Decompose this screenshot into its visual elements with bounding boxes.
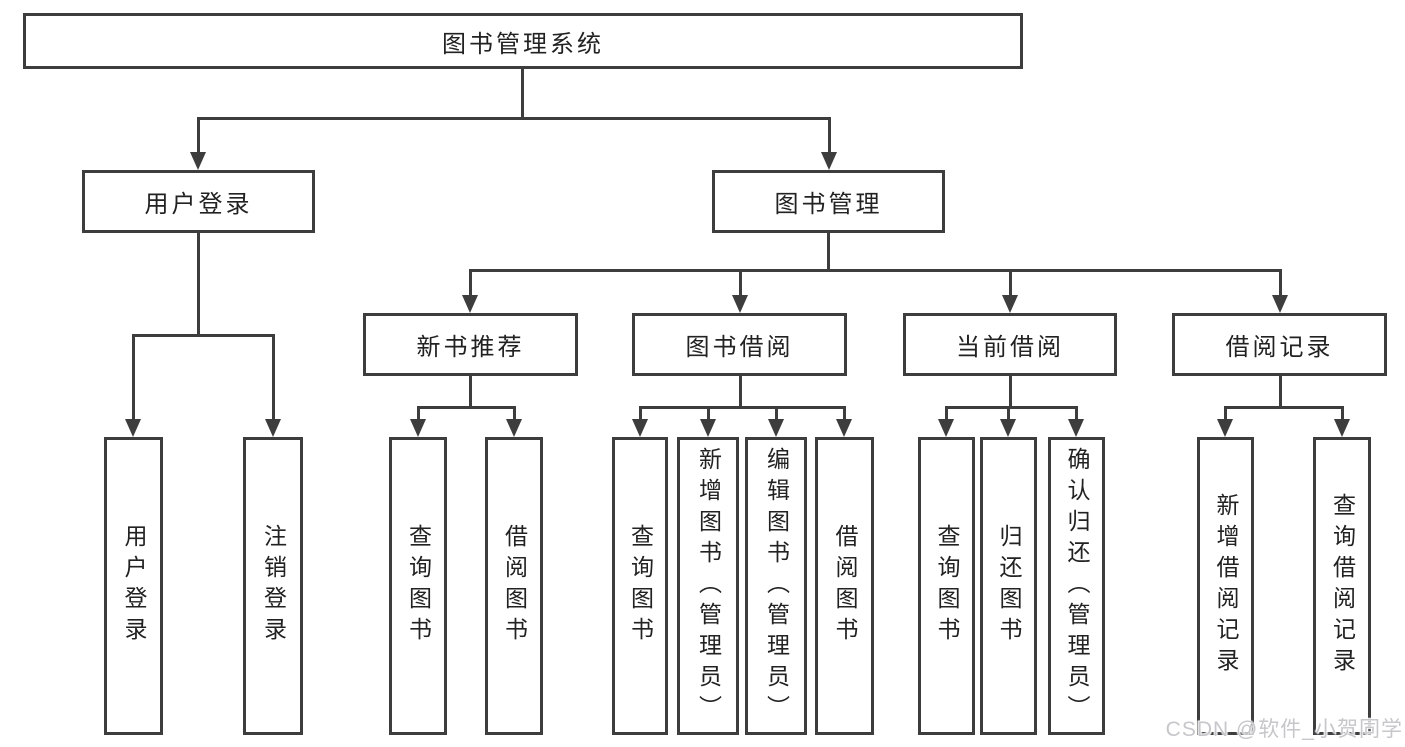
arrow-down-icon bbox=[190, 152, 206, 170]
arrow-down-icon bbox=[938, 419, 954, 437]
arrow-down-icon bbox=[1272, 295, 1288, 313]
connector-line bbox=[1009, 269, 1012, 297]
leaf-borrow-books-recommend: 借阅图书 bbox=[485, 437, 543, 735]
connector-line bbox=[417, 406, 420, 422]
leaf-query-books-current: 查询图书 bbox=[918, 437, 975, 735]
node-book-borrow: 图书借阅 bbox=[632, 313, 847, 376]
connector-line bbox=[1279, 269, 1282, 297]
connector-line bbox=[639, 406, 845, 409]
csdn-watermark: CSDN @软件_小贺同学 bbox=[1165, 718, 1403, 741]
arrow-down-icon bbox=[125, 419, 141, 437]
arrow-down-icon bbox=[1000, 419, 1016, 437]
connector-line bbox=[197, 117, 200, 155]
leaf-add-books-admin: 新增图书（管理员） bbox=[677, 437, 739, 735]
connector-line bbox=[739, 376, 742, 408]
leaf-query-books-borrow: 查询图书 bbox=[612, 437, 668, 735]
arrow-down-icon bbox=[700, 419, 716, 437]
connector-line bbox=[843, 406, 846, 422]
node-current-borrow: 当前借阅 bbox=[903, 313, 1117, 376]
connector-line bbox=[945, 406, 1077, 409]
leaf-query-borrow-record: 查询借阅记录 bbox=[1313, 437, 1371, 735]
connector-line bbox=[945, 406, 948, 422]
connector-line bbox=[775, 406, 778, 422]
arrow-down-icon bbox=[1002, 295, 1018, 313]
node-user-login: 用户登录 bbox=[82, 170, 315, 233]
node-book-management: 图书管理 bbox=[712, 170, 945, 233]
leaf-borrow-books: 借阅图书 bbox=[815, 437, 874, 735]
connector-line bbox=[1341, 406, 1344, 422]
arrow-down-icon bbox=[506, 419, 522, 437]
arrow-down-icon bbox=[836, 419, 852, 437]
connector-line bbox=[469, 269, 472, 297]
connector-line bbox=[1224, 406, 1227, 422]
connector-line bbox=[513, 406, 516, 422]
connector-line bbox=[828, 117, 831, 155]
connector-line bbox=[1075, 406, 1078, 422]
connector-line bbox=[469, 376, 472, 408]
arrow-down-icon bbox=[821, 152, 837, 170]
connector-line bbox=[707, 406, 710, 422]
leaf-logout: 注销登录 bbox=[243, 437, 303, 735]
connector-line bbox=[1007, 406, 1010, 422]
arrow-down-icon bbox=[1068, 419, 1084, 437]
connector-line bbox=[1224, 406, 1343, 409]
leaf-edit-books-admin: 编辑图书（管理员） bbox=[745, 437, 807, 735]
arrow-down-icon bbox=[1217, 419, 1233, 437]
arrow-down-icon bbox=[1334, 419, 1350, 437]
connector-line bbox=[1009, 376, 1012, 408]
node-new-book-recommend: 新书推荐 bbox=[363, 313, 578, 376]
connector-line bbox=[417, 406, 515, 409]
connector-line bbox=[739, 269, 742, 297]
leaf-return-books: 归还图书 bbox=[980, 437, 1037, 735]
arrow-down-icon bbox=[632, 419, 648, 437]
connector-line bbox=[132, 334, 135, 422]
arrow-down-icon bbox=[265, 419, 281, 437]
connector-line bbox=[521, 69, 524, 118]
arrow-down-icon bbox=[768, 419, 784, 437]
arrow-down-icon bbox=[410, 419, 426, 437]
connector-line bbox=[639, 406, 642, 422]
connector-line bbox=[827, 233, 830, 271]
leaf-confirm-return-admin: 确认归还（管理员） bbox=[1048, 437, 1105, 735]
connector-line bbox=[469, 269, 1281, 272]
leaf-add-borrow-record: 新增借阅记录 bbox=[1197, 437, 1254, 735]
connector-line bbox=[132, 334, 274, 337]
connector-line bbox=[197, 117, 831, 120]
node-borrow-records: 借阅记录 bbox=[1172, 313, 1387, 376]
leaf-query-books-recommend: 查询图书 bbox=[389, 437, 447, 735]
connector-line bbox=[1279, 376, 1282, 408]
connector-line bbox=[272, 334, 275, 422]
leaf-user-login: 用户登录 bbox=[104, 437, 163, 735]
connector-line bbox=[197, 233, 200, 336]
arrow-down-icon bbox=[732, 295, 748, 313]
node-library-management-system: 图书管理系统 bbox=[23, 13, 1023, 69]
arrow-down-icon bbox=[462, 295, 478, 313]
